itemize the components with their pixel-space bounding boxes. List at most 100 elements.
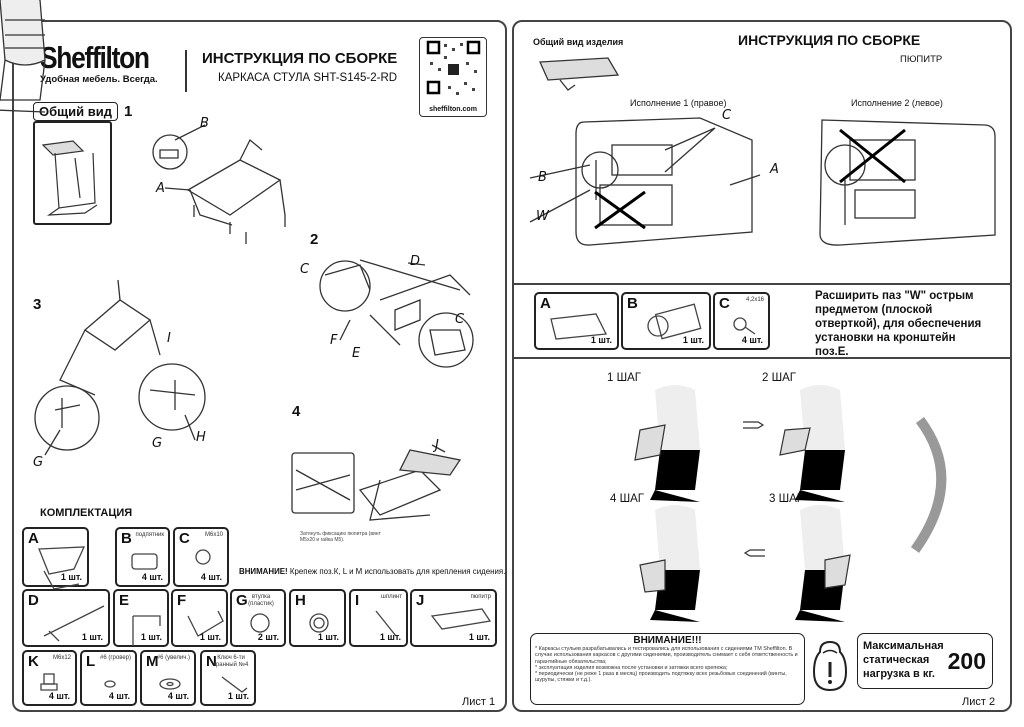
attention-text: Крепеж поз.К, L и М использовать для кре… [287,566,506,576]
part-n: N Ключ 6-ти гранный №4 1 шт. [200,650,256,706]
part-letter: B [627,295,638,312]
callout-a: A [156,181,165,196]
part-illustration [43,605,105,642]
part-note: пюпитр [470,594,491,600]
qr-code[interactable]: sheffilton.com [419,37,487,117]
assembly-illustrations [34,124,474,521]
sheet2-title: ИНСТРУКЦИЯ ПО СБОРКЕ [738,32,921,48]
part-quantity: 1 шт. [590,335,612,345]
part-letter: L [86,653,96,670]
part-quantity: 1 шт. [140,632,162,642]
part-illustration [430,608,492,630]
part-illustration [131,553,158,570]
part-illustration [309,613,329,633]
part-letter: H [295,592,306,609]
step-2-number: 2 [310,231,319,248]
part-note: шплинт [381,594,402,600]
part-quantity: 1 шт. [682,335,704,345]
part-quantity: 4 шт. [48,691,70,701]
divider [185,50,187,92]
part-e: E 1 шт. [113,589,169,647]
part-note: 4,2х16 [745,297,764,303]
part-quantity: 4 шт. [141,572,163,582]
part-note: втулка (пластик) [248,594,274,607]
callout-d: D [410,254,421,269]
part-illustration [159,678,181,690]
sheet1-subtitle: КАРКАСА СТУЛА SHT-S145-2-RD [218,72,398,84]
chair-overview-illustration [41,140,98,216]
part-letter: E [119,592,130,609]
part-quantity: 1 шт. [81,632,103,642]
part-note: М6х10 [204,532,223,538]
part-quantity: 1 шт. [227,691,249,701]
part-illustration [250,613,270,633]
part-c: C 4,2х16 4 шт. [713,292,770,350]
callout-a: A [770,162,779,177]
slot-instruction: Расширить паз "W" острым предметом (плос… [815,290,982,358]
max-load-box: Максимальная статическая нагрузка в кг. … [857,633,993,689]
part-m: M #6 (увелич.) 4 шт. [140,650,196,706]
part-illustration [40,673,58,691]
callout-g2: G [152,436,163,451]
sheet1-label: Лист 1 [462,696,496,708]
part-quantity: 4 шт. [741,335,763,345]
part-quantity: 4 шт. [167,691,189,701]
callout-j: J [435,438,439,453]
part-letter: F [177,592,187,609]
sheet2-subtitle: ПЮПИТР [900,54,943,65]
qr-pattern [426,40,481,95]
step-illustrations [0,0,947,623]
warning-line: * периодически (не реже 1 раза в месяц) … [535,671,787,684]
part-letter: N [206,653,217,670]
attention-bold: ВНИМАНИЕ! [239,566,288,576]
variant-2-label: Исполнение 2 (левое) [851,98,943,108]
callout-i: I [167,331,171,346]
step-4-number: 4 [292,403,301,420]
part-illustration [187,610,224,637]
callout-w: W [536,209,549,224]
part-quantity: 2 шт. [257,632,279,642]
part-quantity: 1 шт. [317,632,339,642]
step-1-number: 1 [124,103,133,120]
step-3-label: 3 ШАГ [769,493,804,505]
callout-c: C [300,262,310,277]
part-illustration [104,680,116,688]
part-illustration [221,676,248,693]
part-quantity: 1 шт. [468,632,490,642]
part-illustration [647,303,702,340]
warning-line: * Каркасы стульев разрабатывались и тест… [535,646,798,665]
part-illustration [733,317,756,335]
part-illustration [195,549,211,565]
part-letter: G [236,592,248,609]
step-2-label: 2 ШАГ [762,372,797,384]
sheet1-title: ИНСТРУКЦИЯ ПО СБОРКЕ [202,50,398,67]
kit-title: КОМПЛЕКТАЦИЯ [40,507,133,519]
variant-1-label: Исполнение 1 (правое) [630,98,727,108]
callout-c: C [722,108,732,123]
sheet2-label: Лист 2 [962,696,996,708]
part-l: L #6 (гровер) 4 шт. [80,650,137,706]
part-note: #6 (гровер) [100,655,131,661]
warning-line: * эксплуатация изделия возможна после ус… [535,664,728,671]
part-h: H 1 шт. [289,589,346,647]
overview-frame [33,121,112,225]
kettlebell-warning-icon [812,640,848,692]
part-b: B подпятник 4 шт. [115,527,170,587]
part-i: I шплинт 1 шт. [349,589,408,647]
part-quantity: 1 шт. [199,632,221,642]
callout-g: G [33,455,44,470]
callout-b: B [538,170,547,185]
part-letter: A [28,530,39,547]
part-g: G втулка (пластик) 2 шт. [230,589,286,647]
attention-note: ВНИМАНИЕ! Крепеж поз.К, L и М использова… [239,566,505,576]
step-4-label: 4 ШАГ [610,493,645,505]
part-d: D 1 шт. [22,589,110,647]
warning-title: ВНИМАНИЕ!!! [633,635,702,646]
max-load-label: Максимальная статическая нагрузка в кг. [863,640,944,680]
callout-h: H [196,430,206,445]
part-b: B 1 шт. [621,292,711,350]
part-illustration [375,610,397,637]
part-illustration [550,313,608,340]
part-letter: I [355,592,360,609]
part-k: K М6х12 4 шт. [22,650,77,706]
